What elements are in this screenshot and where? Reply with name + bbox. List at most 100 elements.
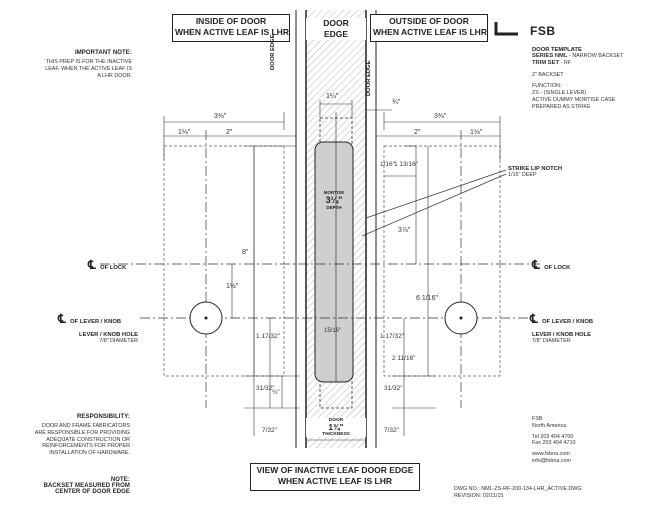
contact-info: FSB North America Tel 203 404 4700 Fax 2…	[532, 416, 575, 465]
function-line-1: ZS - (SINGLE LEVER)	[532, 90, 587, 97]
contact-tel: Tel 203 404 4700	[532, 433, 574, 440]
important-note-line3: A LHR DOOR.	[97, 72, 132, 79]
dim-three-quarter-top: ¾"	[392, 99, 401, 106]
dim-two-eleven: 2 11/16"	[392, 355, 416, 362]
door-edge-label-right: DOOR EDGE	[366, 60, 372, 96]
strike-title: STRIKE LIP NOTCH	[508, 166, 563, 172]
dim-three-eighths-left: 3⅜"	[214, 113, 227, 120]
hole-label-left: LEVER / KNOB HOLE 7/8" DIAMETER	[60, 332, 138, 345]
resp-title: RESPONSIBILITY:	[76, 414, 130, 420]
lock-centerline-left: ℄ OF LOCK	[88, 256, 126, 274]
function-line-2: ACTIVE DUMMY MORTISE CASE	[532, 96, 616, 103]
contact-email: info@fsbna.com	[532, 457, 572, 464]
resp-line4: REINFORCEMENTS FOR PROPER	[42, 443, 130, 450]
mortise-depth-value: 3¼"	[325, 195, 343, 205]
cl-symbol-lever-right: ℄	[530, 312, 538, 326]
trim-label: TRIM SET	[532, 59, 560, 66]
note-line1: BACKSET MEASURED FROM	[43, 483, 130, 489]
dwg-number: DWG NO.: NML-ZS-RF-200-134-LHR_ACTIVE.DW…	[454, 486, 582, 492]
mortise-word: MORTISE	[323, 190, 345, 195]
resp-line5: INSTALLATION OF HARDWARE.	[49, 450, 130, 457]
dim-thirtyone-left: 31/32"	[256, 385, 275, 392]
hole-title-right: LEVER / KNOB HOLE	[532, 332, 591, 338]
hole-diam-left: 7/8" DIAMETER	[99, 338, 138, 344]
note-title: NOTE:	[110, 477, 130, 483]
series-desc: - NARROW BACKSET	[568, 53, 624, 59]
dim-eight: 8"	[242, 249, 249, 256]
cl-symbol-lock-left: ℄	[88, 258, 96, 272]
dim-two-right: 2"	[414, 129, 421, 136]
fsb-logo: FSB	[530, 24, 556, 38]
dim-three-quarter-left: ¾"	[272, 389, 280, 396]
trim-desc: - RF	[560, 59, 572, 66]
dim-thirtyone-right: 31/32"	[384, 385, 403, 392]
of-lever-left: OF LEVER / KNOB	[70, 319, 122, 325]
contact-region: North America	[532, 422, 567, 429]
cl-symbol-lock-right: ℄	[532, 258, 540, 272]
view-line2: WHEN ACTIVE LEAF IS LHR	[278, 476, 392, 486]
view-line1: VIEW OF INACTIVE LEAF DOOR EDGE	[256, 465, 414, 475]
dim-one-half: 1½"	[226, 283, 239, 290]
important-note-line2: LEAF, WHEN THE ACTIVE LEAF IS	[45, 65, 132, 72]
thickness-word: THICKNESS	[322, 432, 350, 437]
template-title: DOOR TEMPLATE	[532, 47, 582, 53]
depth-word: DEPTH	[326, 205, 342, 210]
dwg-revision: REVISION: 02/11/15	[454, 492, 504, 499]
lever-centerline-left: ℄ OF LEVER / KNOB	[58, 310, 121, 328]
edge-header-line1: DOOR	[323, 18, 349, 28]
backset-note: NOTE: BACKSET MEASURED FROM CENTER OF DO…	[18, 477, 130, 495]
hole-diam-right: 7/8" DIAMETER	[532, 338, 571, 344]
dim-seven-32-left: 7/32"	[262, 427, 277, 434]
series-label: SERIES NML	[532, 53, 568, 59]
dim-one-eighth-left: 1⅛"	[178, 129, 191, 136]
door-edge-header: DOOR EDGE	[306, 18, 366, 40]
important-note-line1: THIS PREP IS FOR THE INACTIVE	[45, 59, 132, 65]
of-lock-right: OF LOCK	[544, 265, 571, 271]
dwg-info: DWG NO.: NML-ZS-RF-200-134-LHR_ACTIVE.DW…	[454, 486, 582, 500]
hole-title-left: LEVER / KNOB HOLE	[79, 332, 138, 338]
of-lock-left: OF LOCK	[100, 265, 127, 271]
view-caption: VIEW OF INACTIVE LEAF DOOR EDGE WHEN ACT…	[250, 463, 420, 491]
dim-seven-32-right: 7/32"	[384, 427, 399, 434]
outside-of-door-header: OUTSIDE OF DOOR WHEN ACTIVE LEAF IS LHR	[370, 14, 488, 42]
lever-centerline-right: ℄ OF LEVER / KNOB	[530, 310, 593, 328]
outside-header-line2: WHEN ACTIVE LEAF IS LHR	[373, 27, 487, 37]
function-label: FUNCTION:	[532, 83, 562, 90]
door-word: DOOR	[328, 418, 344, 423]
mortise-depth-label: MORTISE 3¼" DEPTH	[315, 190, 353, 210]
template-info: DOOR TEMPLATE SERIES NML - NARROW BACKSE…	[532, 47, 623, 111]
contact-web: www.fsbna.com	[532, 451, 570, 458]
dim-one-seventeen-right: 1 17/32"	[380, 333, 404, 340]
door-thickness: DOOR 1¾" THICKNESS	[306, 418, 366, 437]
inside-of-door-header: INSIDE OF DOOR WHEN ACTIVE LEAF IS LHR	[172, 14, 290, 42]
dim-three-eighths-right: 3⅜"	[434, 113, 447, 120]
edge-header-line2: EDGE	[323, 29, 349, 39]
responsibility-note: RESPONSIBILITY: DOOR AND FRAME FABRICATO…	[18, 414, 130, 457]
inside-header-line1: INSIDE OF DOOR	[195, 16, 267, 26]
resp-line3: ADEQUATE CONSTRUCTION OR	[46, 436, 130, 443]
dim-fifteen-sixteenths: 15/16"	[324, 328, 342, 334]
dim-thirteen-sixteenths: 1 13/16"	[394, 161, 418, 168]
strike-lip-label: STRIKE LIP NOTCH 1/16" DEEP	[508, 166, 562, 179]
cl-symbol-lever-left: ℄	[58, 312, 66, 326]
backset-text: 2" BACKSET	[532, 71, 564, 78]
contact-fax: Fax 203 404 4710	[532, 440, 576, 447]
outside-header-line1: OUTSIDE OF DOOR	[389, 16, 469, 26]
dim-three-sevens: 3⅞"	[398, 227, 411, 234]
hole-label-right: LEVER / KNOB HOLE 7/8" DIAMETER	[532, 332, 591, 345]
mortise-pocket	[314, 141, 354, 383]
strike-deep: 1/16" DEEP	[508, 172, 537, 178]
dim-one-seventeen-left: 1 17/32"	[256, 333, 280, 340]
note-line2: CENTER OF DOOR EDGE	[55, 489, 130, 495]
important-note-title: IMPORTANT NOTE:	[74, 50, 132, 56]
resp-line1: DOOR AND FRAME FABRICATORS	[41, 423, 130, 429]
dim-one-sixteenth: 1/16"	[380, 161, 395, 168]
door-thickness-value: 1¾"	[328, 423, 344, 432]
resp-line2: ARE RESPONSIBLE FOR PROVIDING	[34, 429, 130, 436]
door-edge-label-left: DOOR EDGE	[270, 34, 276, 70]
inside-header-line2: WHEN ACTIVE LEAF IS LHR	[175, 27, 289, 37]
contact-company: FSB	[532, 416, 543, 422]
dim-edge-width: 1¼"	[326, 93, 339, 100]
dim-two-left: 2"	[226, 129, 233, 136]
